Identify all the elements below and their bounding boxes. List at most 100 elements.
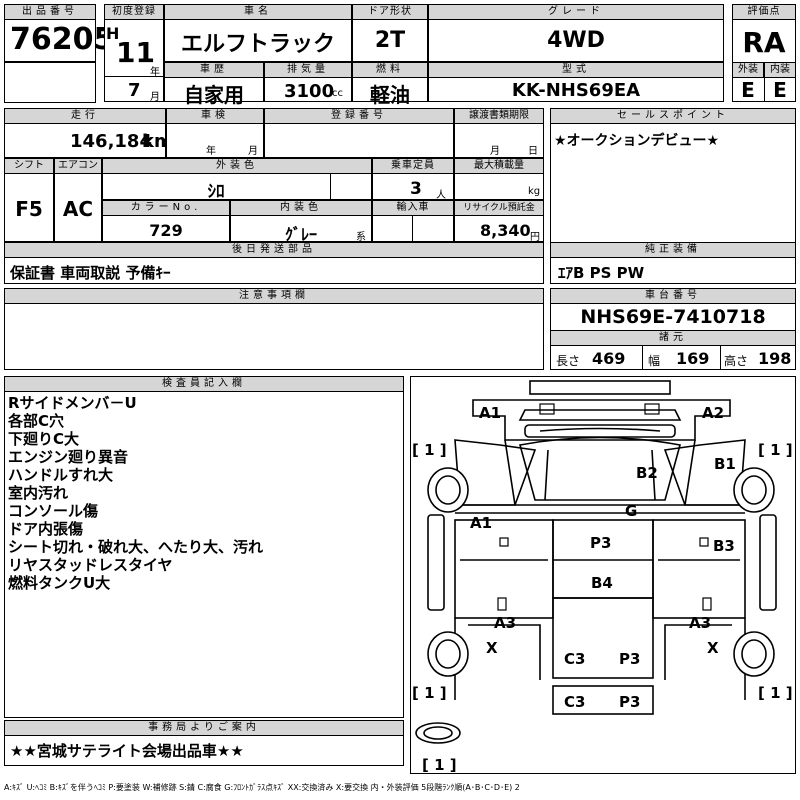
recycle-unit: 円: [530, 232, 540, 243]
divider: [720, 346, 721, 370]
damage-mark: B1: [714, 455, 736, 473]
score-ext-label: 外装: [732, 62, 764, 78]
caution-label: 注意事項欄: [4, 288, 544, 304]
ext-color-value: ｼﾛ: [207, 182, 225, 202]
score-int-value: E: [773, 78, 787, 102]
damage-mark: A1: [479, 404, 501, 422]
damage-mark: A2: [702, 404, 724, 422]
inspector-note: エンジン廻り異音: [8, 448, 129, 466]
transfer-label: 譲渡書類期限: [454, 108, 544, 124]
max-load-label: 最大積載量: [454, 158, 544, 174]
mileage-unit: km: [142, 131, 173, 152]
damage-mark: C3: [564, 650, 585, 668]
capacity-unit: 人: [436, 190, 446, 201]
dims-height-label: 高さ: [724, 354, 749, 368]
transfer-day-unit: 日: [528, 146, 538, 157]
ext-color-label: 外装色: [102, 158, 372, 174]
dims-length-label: 長さ: [556, 354, 581, 368]
divider: [412, 216, 413, 242]
inspector-notes: Rサイドメンバ－U 各部C穴 下廻りC大 エンジン廻り異音 ハンドルすれ大 室内…: [8, 394, 263, 592]
inspector-box: [4, 376, 404, 718]
divider: [764, 62, 765, 102]
score-int-label: 内装: [764, 62, 796, 78]
damage-mark: P3: [590, 534, 611, 552]
model-value: KK-NHS69EA: [511, 80, 641, 101]
inspector-note: Rサイドメンバ－U: [8, 394, 137, 412]
tire-label: [ 1 ]: [412, 684, 447, 702]
damage-mark: A3: [689, 614, 711, 632]
grade-label: グレード: [428, 4, 724, 20]
color-no-value: 729: [149, 221, 183, 240]
max-load-unit: kg: [528, 186, 541, 197]
recycle-label: リサイクル預託金: [454, 200, 544, 216]
import-label: 輸入車: [372, 200, 454, 216]
equipment-value: ｴｱB PS PW: [558, 264, 645, 282]
inspection-label: 車検: [166, 108, 264, 124]
first-reg-era: H: [106, 24, 120, 43]
displacement-value: 3100: [284, 81, 335, 102]
inspector-note: リヤスタッドレスタイヤ: [8, 556, 173, 574]
office-label: 事務局よりご案内: [4, 720, 404, 736]
lot-lower-box: [4, 62, 96, 103]
fuel-value: 軽油: [370, 83, 410, 107]
ac-value: AC: [62, 197, 94, 221]
inspector-note: コンソール傷: [8, 502, 99, 520]
history-label: 車歴: [164, 62, 264, 78]
inspector-note: シート切れ・破れ大、へたり大、汚れ: [8, 538, 264, 556]
damage-mark: A3: [494, 614, 516, 632]
inspector-note: ドア内張傷: [8, 520, 84, 538]
inspector-note: 燃料タンクU大: [8, 574, 111, 592]
damage-mark: P3: [619, 650, 640, 668]
shift-value: F5: [15, 197, 43, 221]
displacement-label: 排気量: [264, 62, 352, 78]
score-label: 評価点: [732, 4, 796, 20]
inspection-month-unit: 月: [248, 146, 258, 157]
history-value: 自家用: [184, 83, 244, 107]
divider: [642, 346, 643, 370]
ac-label: エアコン: [54, 158, 102, 174]
inspector-note: 下廻りC大: [8, 430, 80, 448]
dims-height: 198: [758, 349, 792, 368]
later-parts-label: 後日発送部品: [4, 242, 544, 258]
divider: [104, 76, 164, 77]
dims-length: 469: [592, 349, 626, 368]
first-reg-year: 11: [116, 36, 155, 69]
grade-value: 4WD: [547, 28, 605, 53]
recycle-value: 8,340: [480, 221, 531, 240]
damage-mark: X: [486, 639, 498, 657]
displacement-unit: cc: [332, 88, 343, 99]
first-reg-year-unit: 年: [150, 67, 160, 78]
damage-mark: B4: [591, 574, 613, 592]
inspector-note: 室内汚れ: [8, 484, 69, 502]
chassis-label: 車台番号: [550, 288, 796, 304]
damage-mark: C3: [564, 693, 585, 711]
model-label: 型式: [428, 62, 724, 78]
inspector-note: ハンドルすれ大: [8, 466, 114, 484]
capacity-label: 乗車定員: [372, 158, 454, 174]
first-reg-month-unit: 月: [150, 92, 160, 103]
damage-mark: P3: [619, 693, 640, 711]
damage-mark: X: [707, 639, 719, 657]
sales-point-label: セールスポイント: [550, 108, 796, 124]
later-parts-value: 保証書 車両取説 予備ｷｰ: [10, 264, 171, 282]
dims-width-label: 幅: [648, 354, 661, 368]
score-value: RA: [742, 26, 786, 59]
int-color-value: ｸﾞﾚｰ: [284, 225, 317, 244]
damage-mark: B3: [713, 537, 735, 555]
sales-point-value: ★オークションデビュー★: [554, 133, 720, 149]
mileage-label: 走行: [4, 108, 166, 124]
int-color-suffix: 系: [356, 232, 366, 243]
transfer-month-unit: 月: [490, 146, 500, 157]
divider: [330, 174, 331, 200]
damage-mark: A1: [470, 514, 492, 532]
damage-mark: B2: [636, 464, 658, 482]
color-no-label: カラーNo.: [102, 200, 230, 216]
tire-label: [ 1 ]: [412, 441, 447, 459]
inspection-year-unit: 年: [206, 146, 216, 157]
sales-point-box: [550, 108, 796, 256]
office-value: ★★宮城サテライト会場出品車★★: [10, 742, 244, 760]
door-value: 2T: [374, 28, 406, 53]
lot-number: 76205: [10, 22, 115, 57]
door-label: ドア形状: [352, 4, 428, 20]
tire-label: [ 1 ]: [758, 684, 793, 702]
